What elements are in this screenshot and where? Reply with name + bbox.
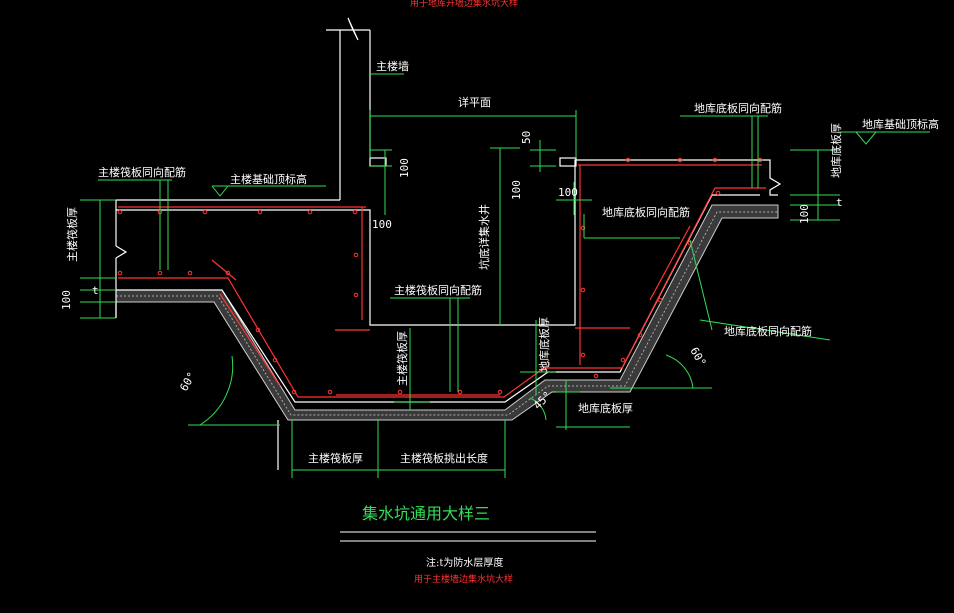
rebar [118, 164, 766, 398]
label-main-raft-thk-bottom: 主楼筏板厚 [308, 451, 363, 465]
label-detail-plan: 详平面 [458, 95, 491, 109]
label-main-raft-thk-mid: 主楼筏板厚 [395, 331, 409, 386]
dim-angle-right: 60° [687, 345, 708, 369]
dim-t-left: t [92, 284, 99, 297]
label-pit-bottom-elev: 坑底详集水井 [477, 204, 491, 270]
label-basement-slab-dir-bar-mid: 地库底板同向配筋 [602, 205, 690, 219]
label-basement-slab-thk-bottom: 地库底板厚 [578, 401, 633, 415]
dim-100-left: 100 [60, 290, 73, 310]
top-note: 用于地库开墙边集水坑大样 [410, 0, 518, 9]
rebar-dots [117, 157, 763, 395]
dimension-lines [80, 73, 930, 478]
label-main-found-top: 主楼基础顶标高 [230, 172, 307, 186]
dim-100-right: 100 [558, 186, 578, 199]
dim-100-wall: 100 [398, 158, 411, 178]
label-main-raft-extension: 主楼筏板挑出长度 [400, 451, 488, 465]
drawing-note: 注:t为防水层厚度 [426, 556, 503, 569]
dim-100-right-low: 100 [798, 204, 811, 224]
label-main-raft-dir-bar-mid: 主楼筏板同向配筋 [394, 283, 482, 297]
label-basement-slab-thk-right: 地库底板厚 [829, 123, 843, 178]
label-basement-slab-dir-bar-right: 地库底板同向配筋 [724, 324, 812, 338]
dim-angle-left: 60° [177, 370, 198, 394]
waterproof-layer [115, 204, 779, 421]
dim-50: 50 [520, 131, 533, 144]
labels: 主楼墙 详平面 主楼筏板同向配筋 主楼基础顶标高 地库底板同向配筋 地库基础顶标… [65, 59, 939, 465]
label-basement-slab-dir-bar-top: 地库底板同向配筋 [694, 101, 782, 115]
drawing-title: 集水坑通用大样三 [362, 504, 490, 523]
label-basement-found-top: 地库基础顶标高 [862, 117, 939, 131]
dim-t-right: t [836, 196, 843, 209]
label-basement-slab-thk-mid: 地库底板厚 [537, 317, 551, 372]
dim-100-pit: 100 [510, 180, 523, 200]
bottom-note: 用于主楼墙边集水坑大样 [414, 573, 513, 585]
label-main-raft-dir-bar: 主楼筏板同向配筋 [98, 165, 186, 179]
dim-100-below: 100 [372, 218, 392, 231]
label-main-wall: 主楼墙 [376, 59, 409, 73]
label-main-raft-thk-left: 主楼筏板厚 [65, 207, 79, 262]
